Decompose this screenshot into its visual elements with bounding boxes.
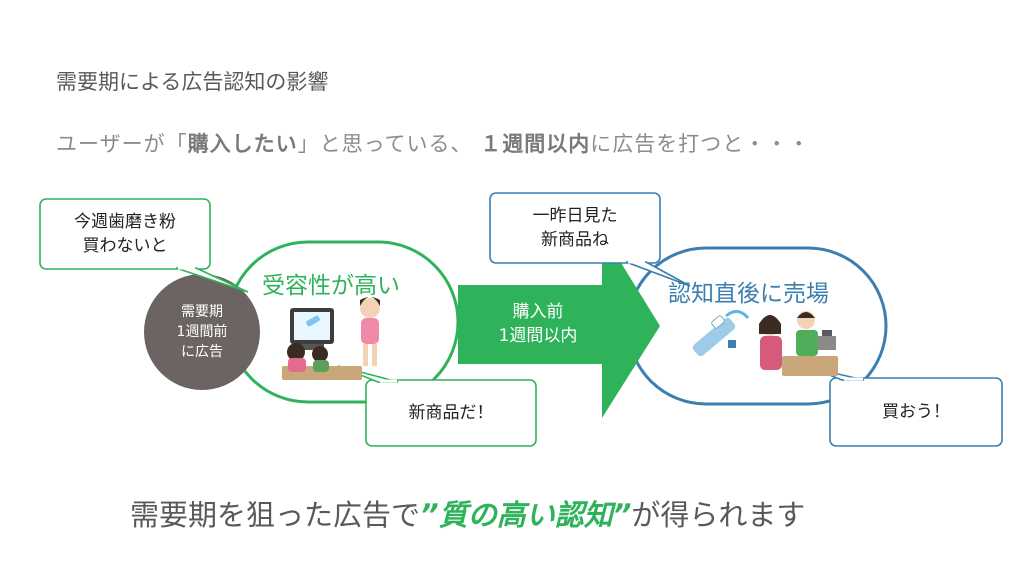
subtitle: ユーザーが「購入したい」と思っている、 １週間以内に広告を打つと・・・: [56, 128, 810, 158]
left-top-bubble-line-2: 買わないと: [82, 236, 168, 256]
subtitle-emphasis-purchase: 購入したい: [187, 132, 298, 156]
right-top-bubble: [489, 192, 691, 287]
left-top-bubble-line-1: 今週歯磨き粉: [74, 212, 176, 232]
left-panel-heading: 受容性が高い: [262, 273, 400, 299]
subtitle-mid: 」と思っている、: [297, 132, 473, 156]
ad-timing-circle: [144, 274, 260, 390]
subtitle-pre: ユーザーが「: [56, 132, 188, 156]
conclusion-post: が得られます: [631, 498, 806, 532]
right-top-bubble-line-2: 新商品ね: [541, 230, 609, 250]
conclusion: 需要期を狙った広告で”質の高い認知”が得られます: [130, 492, 805, 534]
slide-title: 需要期による広告認知の影響: [56, 70, 329, 94]
circle-text: 需要期 1週間前 に広告: [144, 302, 260, 362]
right-bottom-bubble-text: 買おう！: [882, 402, 950, 422]
circle-line-3: に広告: [181, 344, 223, 360]
conclusion-pre: 需要期を狙った広告で: [130, 498, 421, 532]
subtitle-emphasis-week: １週間以内: [480, 132, 591, 156]
store-purchase-illustration: [692, 310, 838, 376]
green-arrow: [458, 232, 660, 418]
arrow-line-1: 購入前: [512, 302, 564, 322]
arrow-text: 購入前 1週間以内: [478, 300, 598, 348]
subtitle-post: に広告を打つと・・・: [590, 132, 811, 156]
left-top-bubble: [39, 198, 249, 293]
arrow-line-2: 1週間以内: [498, 326, 578, 346]
conclusion-highlight: ”質の高い認知”: [420, 498, 632, 532]
circle-line-1: 需要期: [181, 304, 223, 320]
left-bottom-bubble-text: 新商品だ！: [408, 403, 494, 423]
right-top-bubble-line-1: 一昨日見た: [532, 206, 618, 226]
circle-line-2: 1週間前: [176, 324, 228, 340]
right-top-bubble-text: 一昨日見た 新商品ね: [490, 204, 660, 252]
tv-viewers-illustration: [282, 297, 380, 380]
right-panel-heading: 認知直後に売場: [668, 281, 829, 307]
left-top-bubble-text: 今週歯磨き粉 買わないと: [40, 210, 210, 258]
